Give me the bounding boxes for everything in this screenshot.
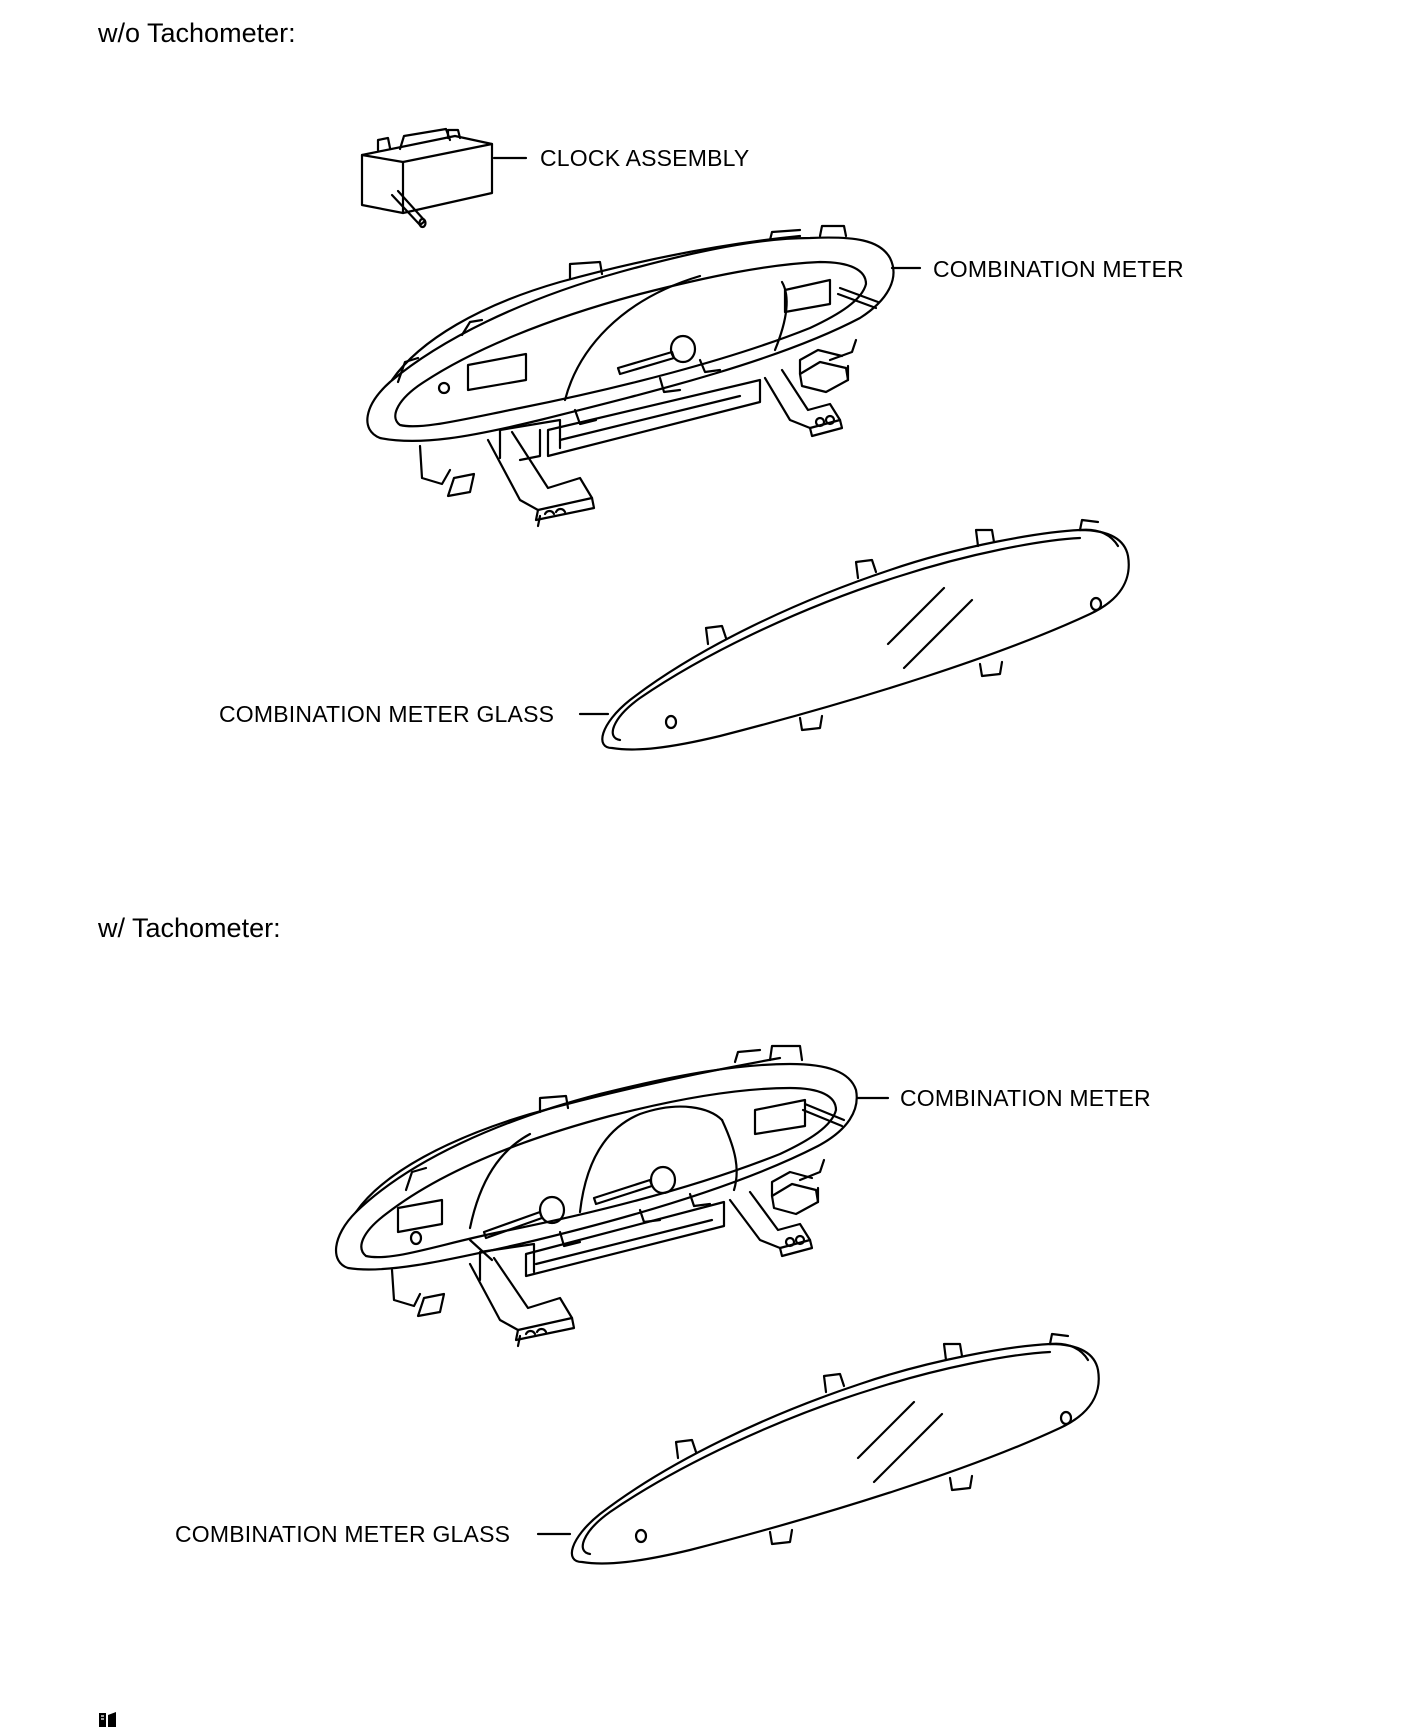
section-heading-without-tachometer: w/o Tachometer: <box>98 18 296 48</box>
combination-meter-part-2 <box>334 1044 858 1348</box>
document-mark-icon <box>99 1712 116 1727</box>
label-clock-assembly: CLOCK ASSEMBLY <box>540 145 750 171</box>
label-combination-meter-1: COMBINATION METER <box>933 256 1184 282</box>
label-combination-meter-glass-2: COMBINATION METER GLASS <box>175 1521 511 1547</box>
label-combination-meter-2: COMBINATION METER <box>900 1085 1151 1111</box>
combination-meter-glass-part-2 <box>570 1332 1100 1565</box>
combination-meter-glass-part-1 <box>601 518 1130 751</box>
label-combination-meter-glass-1: COMBINATION METER GLASS <box>219 701 555 727</box>
clock-assembly-part <box>360 127 528 229</box>
section-heading-with-tachometer: w/ Tachometer: <box>98 913 281 943</box>
combination-meter-part-1 <box>366 224 895 528</box>
